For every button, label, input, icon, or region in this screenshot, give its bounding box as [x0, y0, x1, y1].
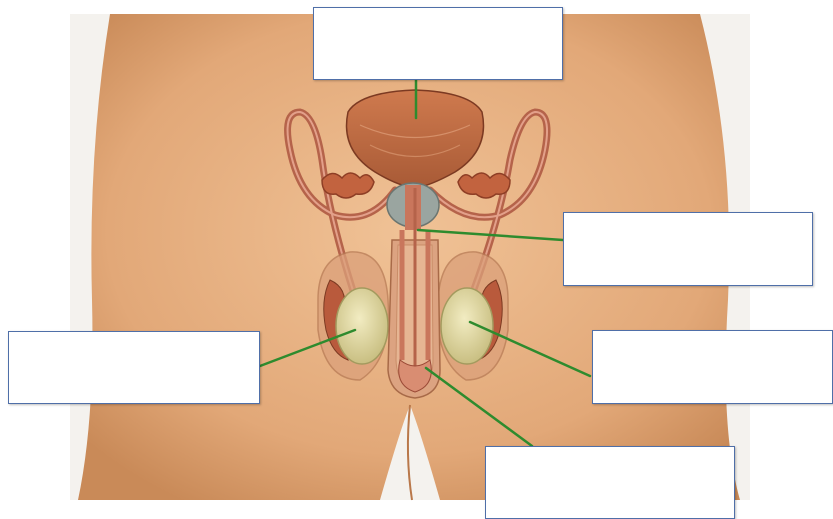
label-box-glans[interactable]: [485, 446, 735, 519]
label-box-bladder[interactable]: [313, 7, 563, 80]
label-box-testis-right[interactable]: [592, 330, 833, 404]
label-box-urethra[interactable]: [563, 212, 813, 286]
label-box-testis-left[interactable]: [8, 331, 260, 404]
